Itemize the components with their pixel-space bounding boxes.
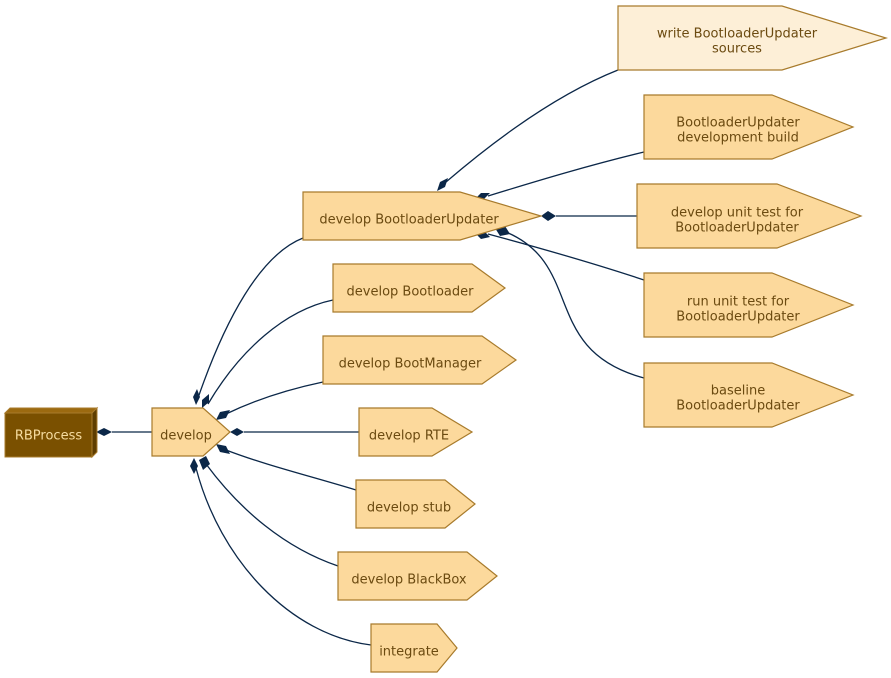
edge-layer bbox=[96, 69, 645, 646]
node-dev-stub: develop stub bbox=[355, 479, 476, 529]
edge-develop-dev-blackbox bbox=[205, 463, 339, 567]
node-dev-rte-label: develop RTE bbox=[369, 429, 449, 444]
node-run-unit-test: run unit test for BootloaderUpdater bbox=[643, 272, 855, 338]
edge-dev-bu-write-src bbox=[445, 69, 619, 183]
node-baseline-label-line2: BootloaderUpdater bbox=[676, 399, 800, 414]
node-dev-stub-label: develop stub bbox=[367, 501, 451, 516]
node-dev-build: BootloaderUpdater development build bbox=[643, 94, 855, 160]
edge-develop-dev-bootmanager bbox=[225, 381, 324, 415]
node-baseline: baseline BootloaderUpdater bbox=[643, 362, 855, 428]
node-dev-bootloader-label: develop Bootloader bbox=[347, 285, 475, 300]
node-write-src: write BootloaderUpdater sources bbox=[617, 5, 889, 71]
edge-develop-dev-bootloader bbox=[207, 299, 334, 405]
node-develop: develop bbox=[151, 407, 231, 457]
node-integrate: integrate bbox=[370, 623, 458, 673]
node-rbprocess: RBProcess bbox=[3, 406, 99, 459]
node-dev-bootmanager-label: develop BootManager bbox=[339, 357, 482, 372]
node-baseline-label-line1: baseline bbox=[711, 384, 765, 399]
node-dev-bu: develop BootloaderUpdater bbox=[302, 191, 544, 241]
node-run-unit-test-label-line2: BootloaderUpdater bbox=[676, 310, 800, 325]
node-dev-bootmanager: develop BootManager bbox=[322, 335, 518, 385]
node-dev-unit-test: develop unit test for BootloaderUpdater bbox=[636, 183, 863, 249]
node-dev-blackbox-label: develop BlackBox bbox=[351, 573, 467, 588]
node-dev-rte: develop RTE bbox=[358, 407, 474, 457]
diamond-marker bbox=[202, 394, 209, 408]
node-dev-bootloader: develop Bootloader bbox=[332, 263, 507, 313]
diamond-marker bbox=[193, 389, 200, 405]
diamond-marker bbox=[96, 428, 112, 436]
node-dev-bu-label: develop BootloaderUpdater bbox=[319, 213, 499, 228]
node-dev-blackbox: develop BlackBox bbox=[337, 551, 498, 601]
edge-develop-dev-stub bbox=[225, 449, 357, 491]
node-rbprocess-label: RBProcess bbox=[15, 429, 82, 444]
diamond-marker bbox=[541, 211, 556, 221]
edge-dev-bu-run-unit-test bbox=[487, 233, 645, 281]
edge-develop-dev-bu bbox=[197, 237, 304, 399]
node-integrate-label: integrate bbox=[379, 645, 439, 660]
node-run-unit-test-label-line1: run unit test for bbox=[687, 295, 790, 310]
diamond-marker bbox=[190, 458, 198, 474]
node-write-src-label-line2: sources bbox=[712, 42, 762, 57]
edge-dev-bu-baseline bbox=[505, 231, 645, 379]
diamond-marker bbox=[216, 410, 230, 420]
node-dev-unit-test-label-line2: BootloaderUpdater bbox=[675, 221, 799, 236]
diamond-marker bbox=[437, 178, 448, 191]
node-dev-unit-test-label-line1: develop unit test for bbox=[671, 206, 804, 221]
node-write-src-label-line1: write BootloaderUpdater bbox=[657, 27, 818, 42]
diamond-marker bbox=[230, 428, 244, 436]
diamond-marker bbox=[199, 456, 210, 470]
node-develop-label: develop bbox=[160, 429, 212, 444]
diamond-marker bbox=[216, 444, 230, 454]
edge-dev-bu-dev-build bbox=[487, 151, 645, 197]
node-dev-build-label-line1: BootloaderUpdater bbox=[676, 116, 800, 131]
edge-develop-integrate bbox=[195, 467, 372, 646]
node-dev-build-label-line2: development build bbox=[677, 131, 799, 146]
